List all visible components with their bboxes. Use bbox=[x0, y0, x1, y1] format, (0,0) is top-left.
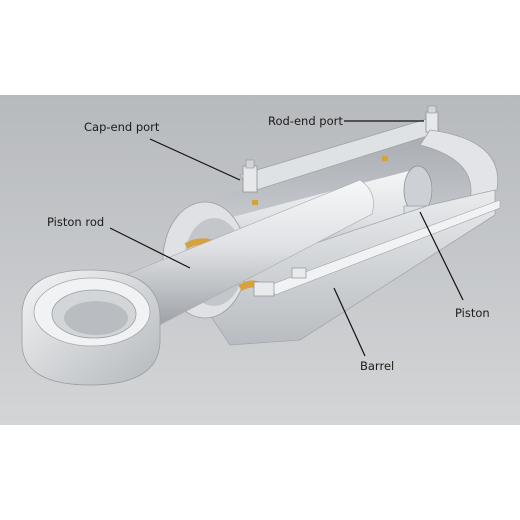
label-barrel: Barrel bbox=[360, 359, 394, 373]
seal bbox=[382, 156, 388, 161]
piston-rod-outer bbox=[117, 179, 374, 331]
label-piston: Piston bbox=[455, 306, 490, 320]
leader-lines bbox=[109, 120, 464, 357]
leader-barrel bbox=[333, 287, 366, 357]
label-rod-end-port: Rod-end port bbox=[268, 114, 343, 128]
rod-eye bbox=[21, 269, 161, 386]
leader-piston-rod bbox=[109, 227, 191, 269]
leader-cap-end-port bbox=[149, 138, 241, 181]
label-cap-end-port: Cap-end port bbox=[84, 120, 160, 134]
gland-fitting bbox=[253, 281, 275, 297]
seal bbox=[252, 200, 258, 205]
gland-fitting bbox=[291, 267, 307, 279]
label-piston-rod: Piston rod bbox=[47, 215, 104, 229]
leader-piston bbox=[419, 211, 464, 301]
rod-end-port-fitting bbox=[425, 105, 439, 133]
cap-end-port-fitting bbox=[242, 159, 258, 193]
